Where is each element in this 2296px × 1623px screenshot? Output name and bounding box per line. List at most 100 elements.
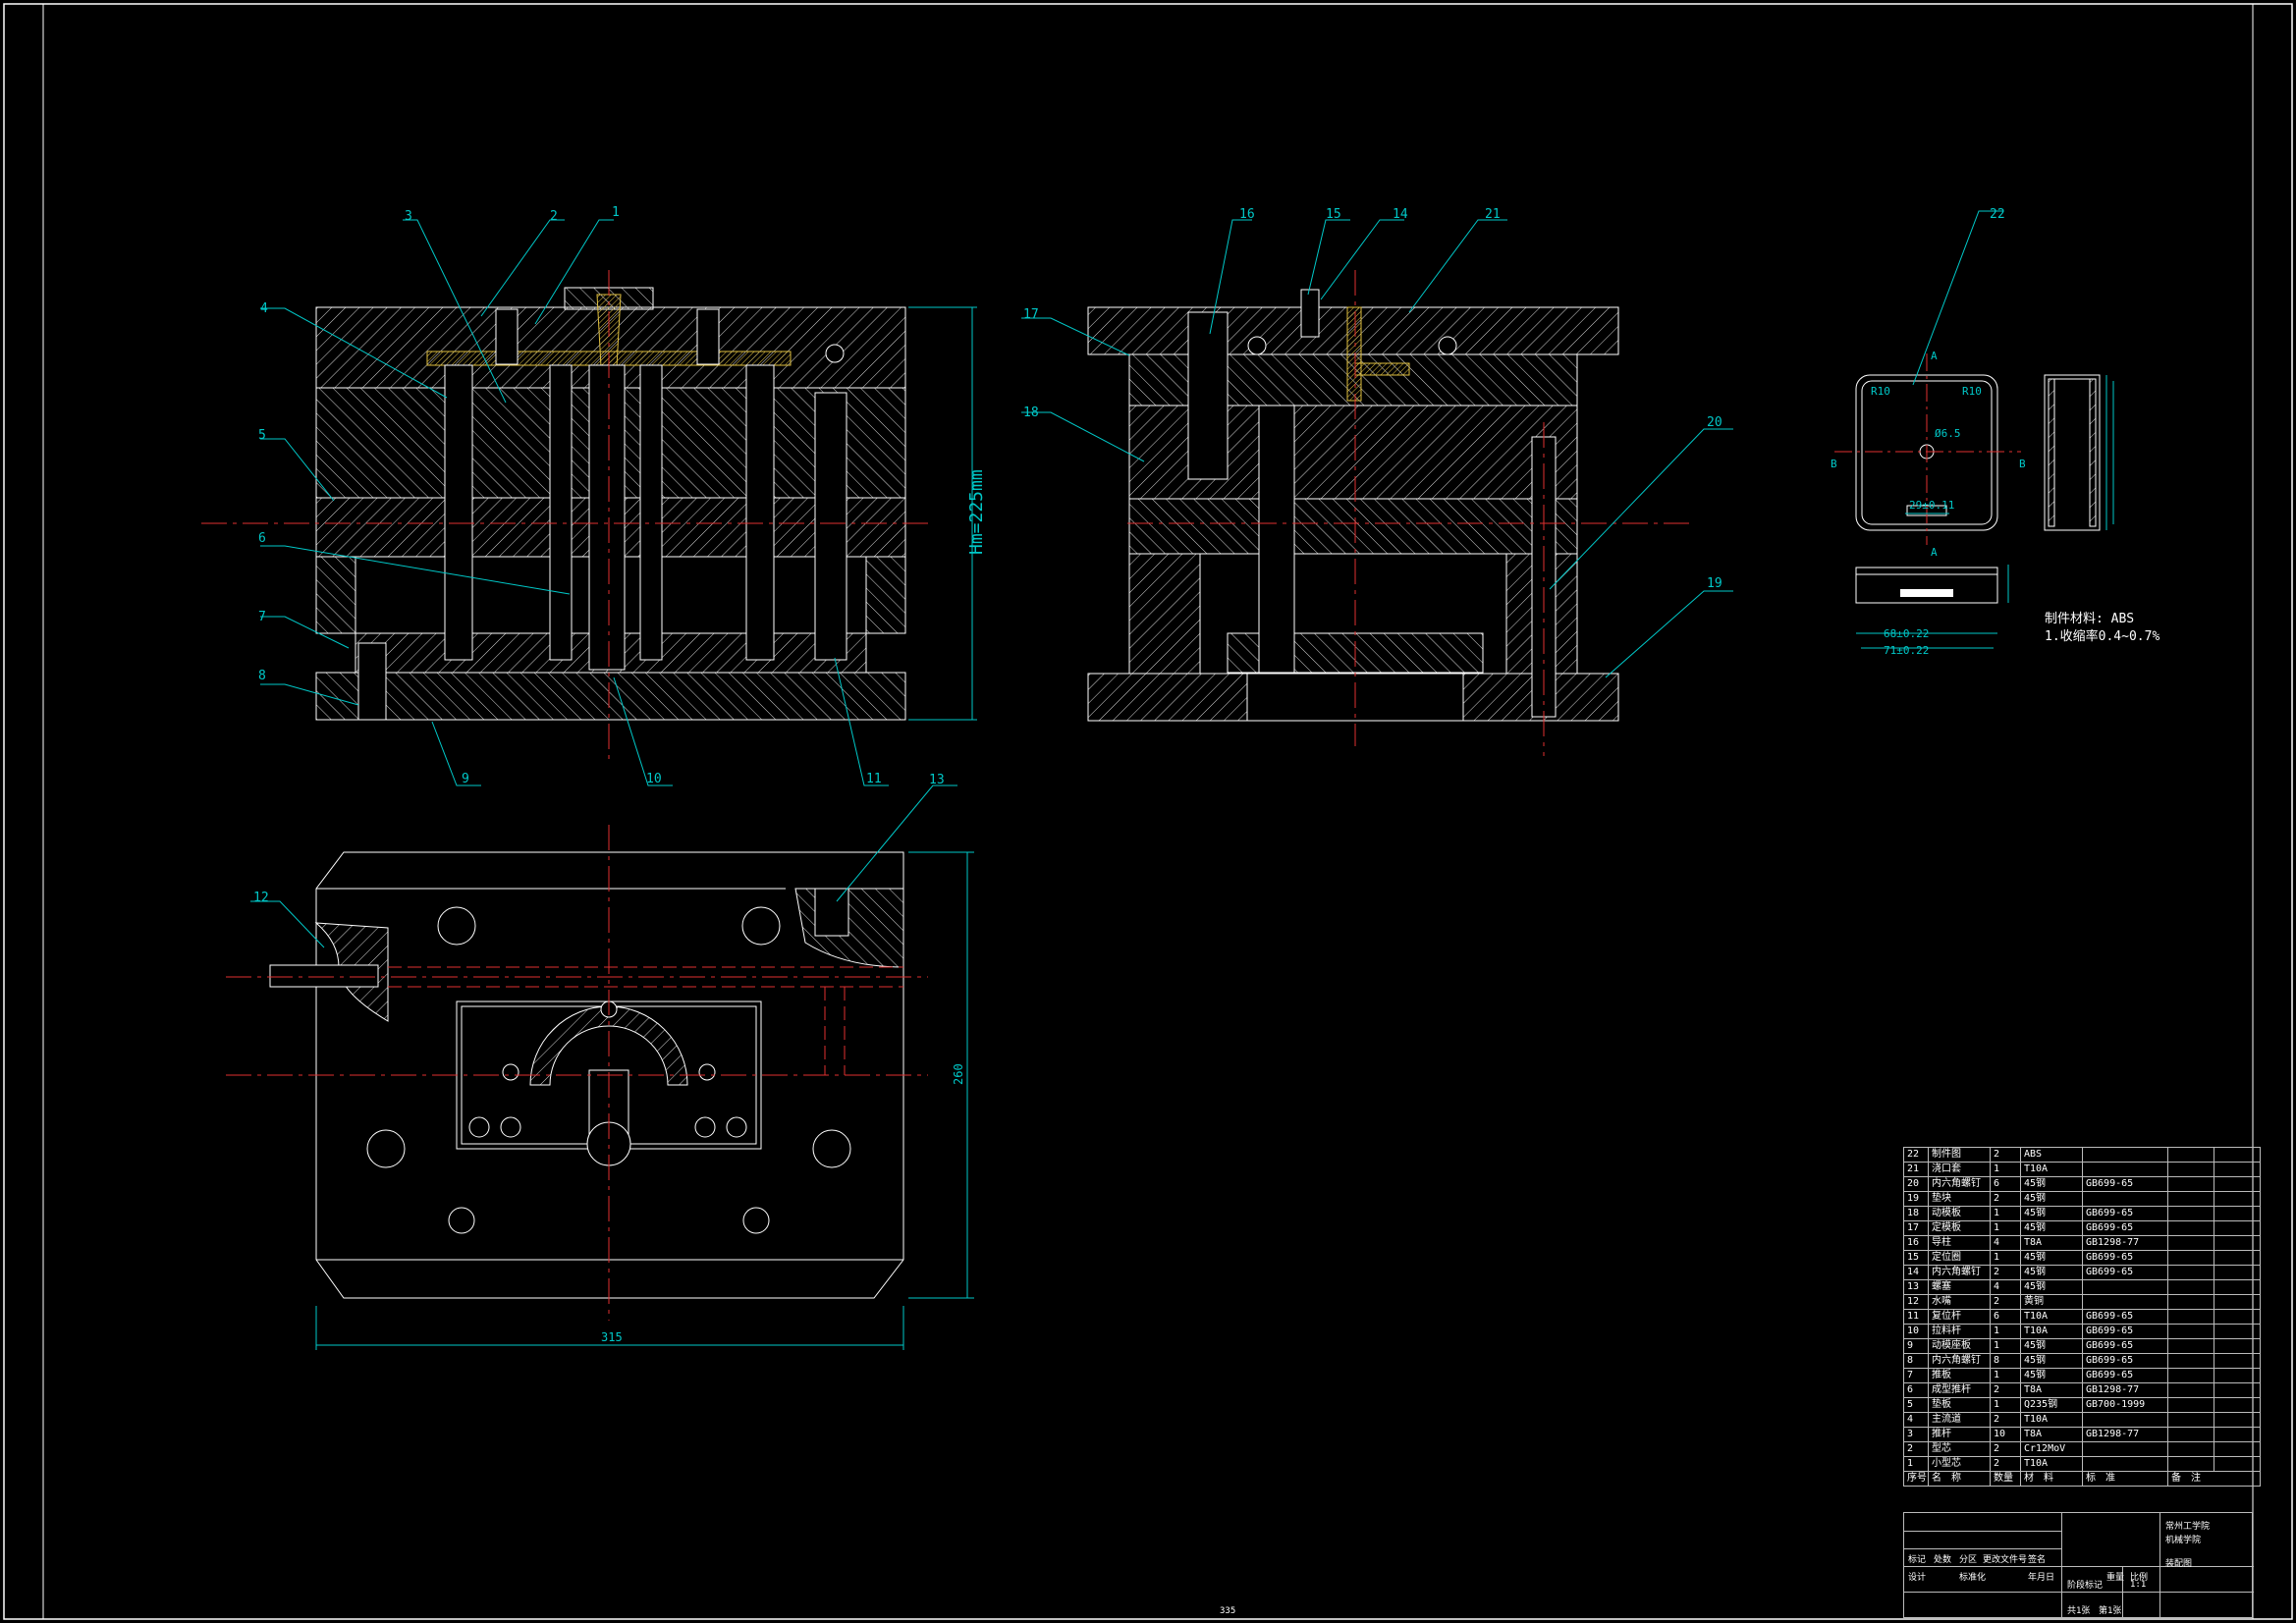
balloon-10: 10 bbox=[646, 772, 662, 786]
bom-cell: 10 bbox=[1903, 1324, 1929, 1339]
support-block-right bbox=[865, 556, 906, 634]
bom-cell: GB699-65 bbox=[2082, 1265, 2168, 1280]
ejector-hole bbox=[694, 1116, 716, 1138]
bom-cell: T8A bbox=[2020, 1427, 2083, 1442]
bom-cell: 45钢 bbox=[2020, 1368, 2083, 1383]
balloon-8: 8 bbox=[258, 669, 266, 683]
bom-cell: 20 bbox=[1903, 1176, 1929, 1192]
bom-cell: 垫板 bbox=[1928, 1397, 1991, 1413]
bom-cell: GB700-1999 bbox=[2082, 1397, 2168, 1413]
top-sprue-arc bbox=[529, 1005, 688, 1086]
bom-cell bbox=[2082, 1191, 2168, 1207]
bom-cell: 1 bbox=[1990, 1338, 2021, 1354]
title-cell: 分区 bbox=[1959, 1555, 1978, 1565]
bom-cell: 21 bbox=[1903, 1162, 1929, 1177]
bom-cell bbox=[2214, 1147, 2261, 1163]
side-spacer-left bbox=[1128, 553, 1201, 675]
bom-cell bbox=[2214, 1397, 2261, 1413]
ejector-pin bbox=[444, 364, 473, 661]
moving-clamp-plate bbox=[315, 672, 906, 721]
bom-header-cell: 序号 bbox=[1903, 1471, 1929, 1487]
bom-cell: 内六角螺钉 bbox=[1928, 1353, 1991, 1369]
bom-cell: GB699-65 bbox=[2082, 1176, 2168, 1192]
bom-cell: GB699-65 bbox=[2082, 1338, 2168, 1354]
bom-cell bbox=[2082, 1456, 2168, 1472]
locating-screw bbox=[1300, 289, 1320, 338]
bom-cell: 主流道 bbox=[1928, 1412, 1991, 1428]
balloon-13: 13 bbox=[929, 773, 945, 787]
bom-cell bbox=[2214, 1250, 2261, 1266]
bom-cell: 10 bbox=[1990, 1427, 2021, 1442]
title-block: 常州工学院 机械学院 装配图 1:1 共1张 第1张 标记 处数 分区 更改文件… bbox=[1903, 1512, 2254, 1619]
bom-cell: 1 bbox=[1990, 1324, 2021, 1339]
bom-cell: 动模板 bbox=[1928, 1206, 1991, 1221]
guide-hole bbox=[366, 1129, 406, 1168]
bom-cell: 浇口套 bbox=[1928, 1162, 1991, 1177]
balloon-12: 12 bbox=[253, 891, 269, 905]
plug bbox=[814, 888, 849, 937]
bom-cell bbox=[2167, 1220, 2214, 1236]
bom-cell: T10A bbox=[2020, 1162, 2083, 1177]
bom-cell bbox=[2214, 1220, 2261, 1236]
bom-cell bbox=[2214, 1206, 2261, 1221]
title-cell: 处数 bbox=[1934, 1555, 1952, 1565]
bom-cell: GB699-65 bbox=[2082, 1206, 2168, 1221]
bom-cell: 导柱 bbox=[1928, 1235, 1991, 1251]
bom-cell bbox=[2167, 1338, 2214, 1354]
balloon-7: 7 bbox=[258, 610, 266, 624]
bom-cell bbox=[2214, 1427, 2261, 1442]
bom-cell: 45钢 bbox=[2020, 1220, 2083, 1236]
bom-cell: 7 bbox=[1903, 1368, 1929, 1383]
ejector-hole bbox=[698, 1063, 716, 1081]
bom-cell bbox=[2082, 1279, 2168, 1295]
bom-cell bbox=[2167, 1412, 2214, 1428]
bom-cell: 3 bbox=[1903, 1427, 1929, 1442]
bom-cell: 2 bbox=[1990, 1294, 2021, 1310]
bom-cell: GB699-65 bbox=[2082, 1324, 2168, 1339]
bom-cell: 1 bbox=[1903, 1456, 1929, 1472]
ejector-pin bbox=[549, 364, 573, 661]
part-dim-29: 29±0.11 bbox=[1909, 499, 1954, 512]
title-cell: 签名 bbox=[2028, 1555, 2047, 1565]
bom-cell: 1 bbox=[1990, 1206, 2021, 1221]
screw-hole bbox=[448, 1207, 475, 1234]
balloon-15: 15 bbox=[1326, 207, 1341, 222]
bom-cell bbox=[2214, 1309, 2261, 1325]
bom-cell bbox=[2082, 1147, 2168, 1163]
bom-cell: 型芯 bbox=[1928, 1441, 1991, 1457]
bom-cell bbox=[2167, 1427, 2214, 1442]
balloon-4: 4 bbox=[260, 301, 268, 316]
plug-breakout bbox=[794, 888, 904, 968]
bom-cell: GB1298-77 bbox=[2082, 1235, 2168, 1251]
bom-cell bbox=[2214, 1382, 2261, 1398]
top-height-dim: 260 bbox=[952, 1063, 965, 1085]
side-cooling-hole bbox=[1438, 336, 1457, 355]
bom-cell: 1 bbox=[1990, 1220, 2021, 1236]
bom-cell bbox=[2167, 1250, 2214, 1266]
guide-hole bbox=[812, 1129, 851, 1168]
bom-cell: 45钢 bbox=[2020, 1191, 2083, 1207]
section-mark-a-bottom: A bbox=[1931, 546, 1938, 559]
bom-cell: 8 bbox=[1903, 1353, 1929, 1369]
bom-cell: 螺塞 bbox=[1928, 1279, 1991, 1295]
bom-cell bbox=[2167, 1324, 2214, 1339]
title-cell: 年月日 bbox=[2028, 1573, 2055, 1583]
bom-cell bbox=[2214, 1412, 2261, 1428]
bom-cell bbox=[2167, 1456, 2214, 1472]
bom-cell: 4 bbox=[1990, 1279, 2021, 1295]
balloon-19: 19 bbox=[1707, 576, 1722, 591]
guide-pillar bbox=[1187, 311, 1229, 480]
bom-cell bbox=[2167, 1294, 2214, 1310]
balloon-2: 2 bbox=[550, 209, 558, 224]
bom-cell: 内六角螺钉 bbox=[1928, 1176, 1991, 1192]
title-cell: 标记 bbox=[1908, 1555, 1927, 1565]
